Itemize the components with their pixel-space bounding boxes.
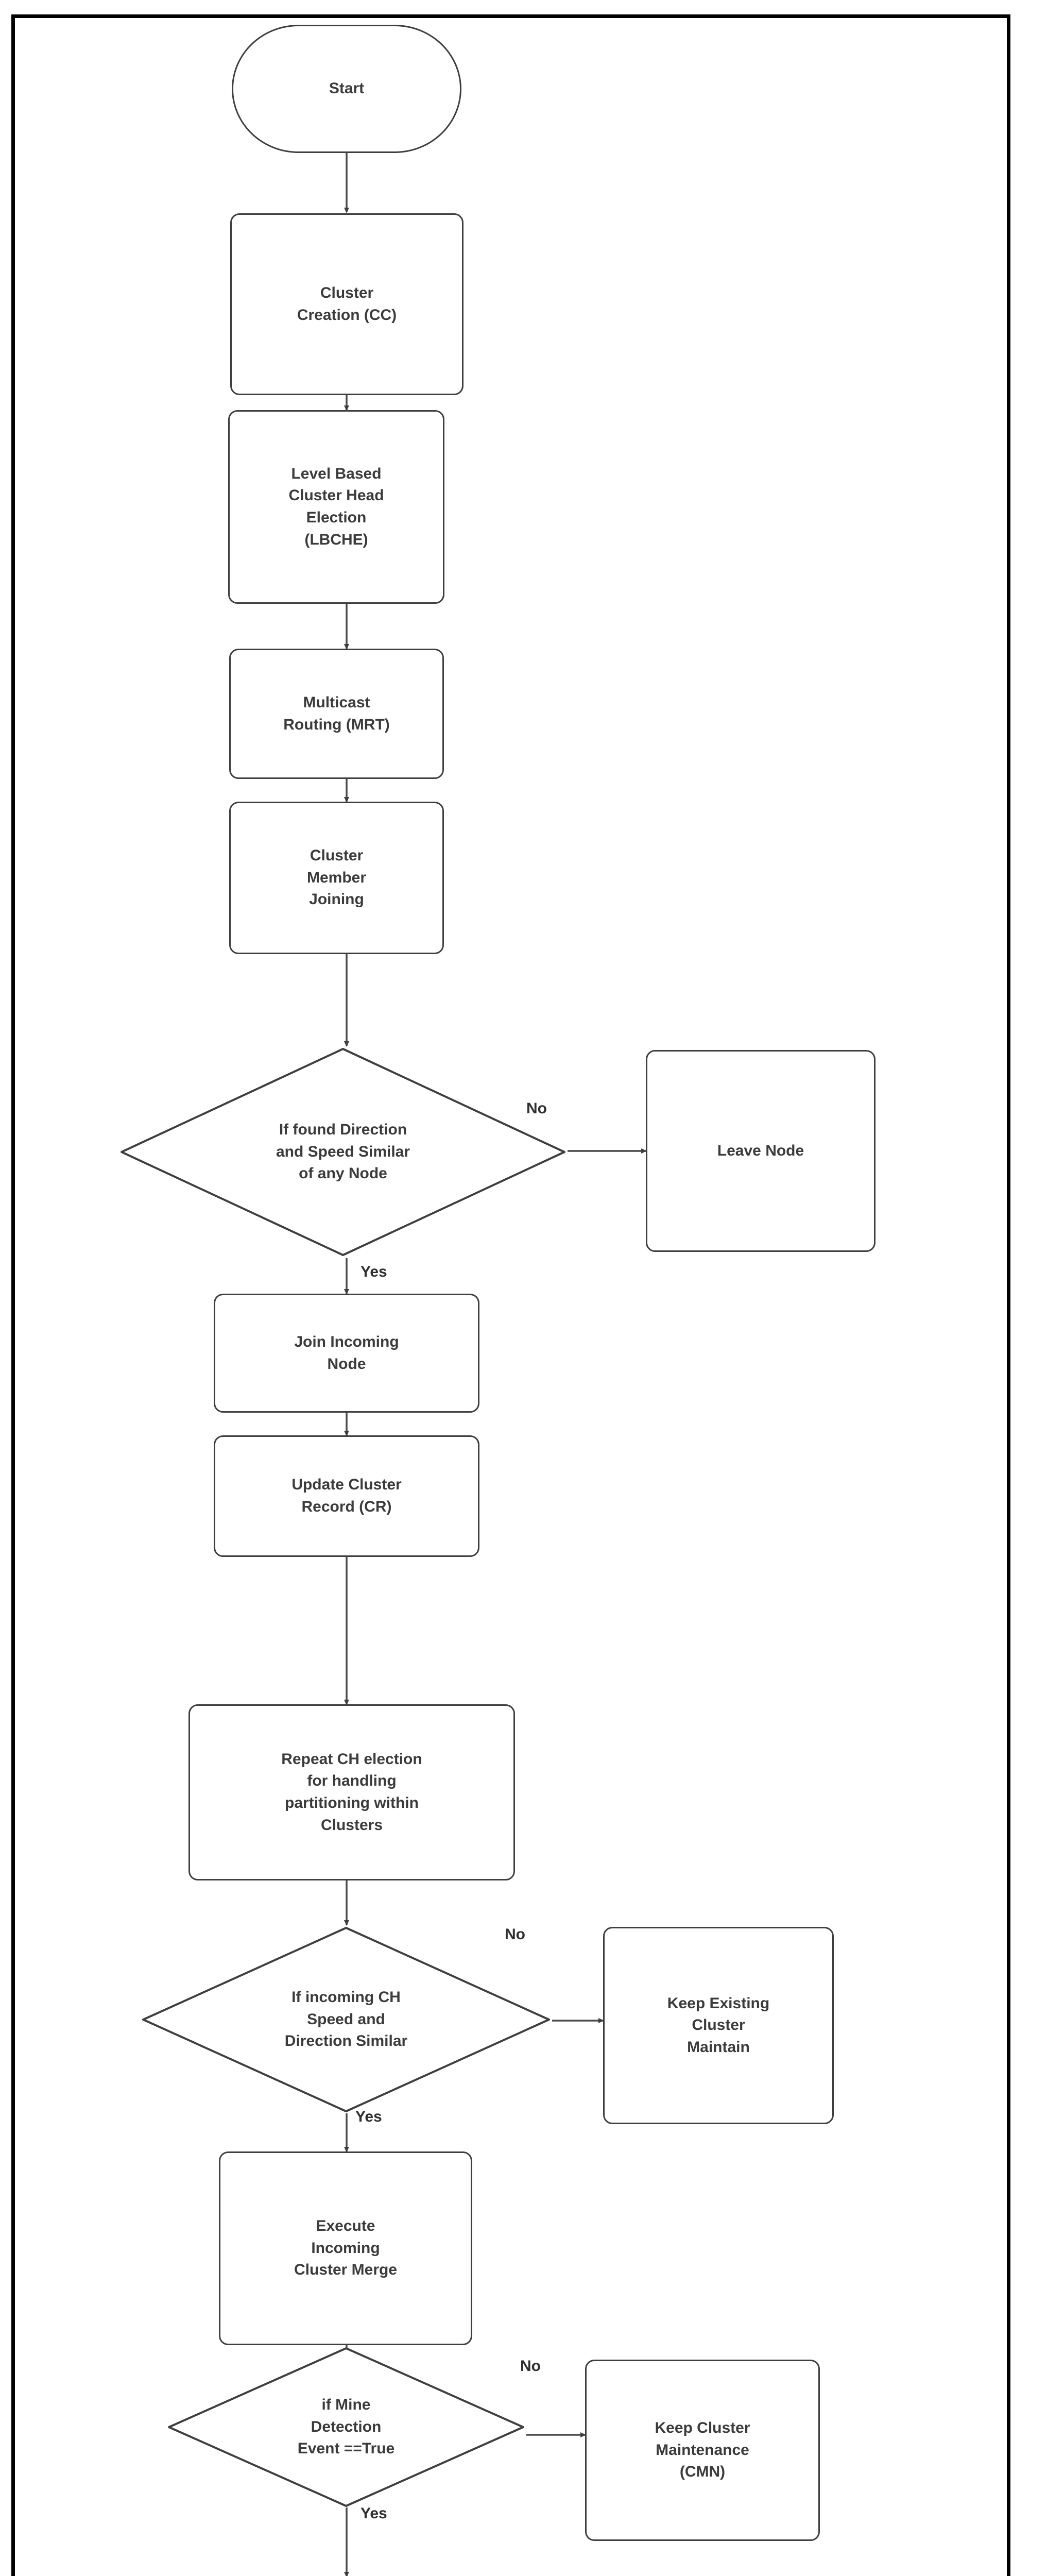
edge-label-decision2-yes: Yes bbox=[355, 2108, 382, 2125]
node-update-cluster-record-label: Update Cluster Record (CR) bbox=[291, 1476, 402, 1515]
node-keep-cluster-maintenance[interactable]: Keep Cluster Maintenance (CMN) bbox=[585, 2360, 820, 2541]
node-join-incoming-node-label: Join Incoming Node bbox=[294, 1333, 399, 1372]
page-border bbox=[11, 14, 1010, 2576]
node-decision-incoming-ch[interactable]: If incoming CH Speed and Direction Simil… bbox=[140, 1925, 552, 2114]
node-multicast-routing-label: Multicast Routing (MRT) bbox=[283, 693, 390, 733]
node-multicast-routing[interactable]: Multicast Routing (MRT) bbox=[229, 649, 444, 779]
node-lbche-label: Level Based Cluster Head Election (LBCHE… bbox=[288, 465, 384, 548]
node-decision-mine-detection[interactable]: if Mine Detection Event ==True bbox=[166, 2345, 526, 2509]
edge-label-decision1-yes: Yes bbox=[361, 1263, 387, 1280]
node-decision-direction-speed[interactable]: If found Direction and Speed Similar of … bbox=[118, 1046, 568, 1258]
node-execute-cluster-merge[interactable]: Execute Incoming Cluster Merge bbox=[219, 2151, 472, 2345]
node-repeat-ch-election[interactable]: Repeat CH election for handling partitio… bbox=[188, 1704, 515, 1880]
node-execute-cluster-merge-label: Execute Incoming Cluster Merge bbox=[294, 2217, 398, 2279]
node-update-cluster-record[interactable]: Update Cluster Record (CR) bbox=[214, 1435, 479, 1557]
node-leave-node-label: Leave Node bbox=[717, 1142, 804, 1159]
edge-label-decision3-no: No bbox=[520, 2358, 541, 2375]
node-cluster-member-joining-label: Cluster Member Joining bbox=[306, 847, 367, 908]
node-leave-node[interactable]: Leave Node bbox=[646, 1050, 876, 1252]
node-start-label: Start bbox=[329, 80, 365, 97]
node-start[interactable]: Start bbox=[232, 25, 461, 153]
node-join-incoming-node[interactable]: Join Incoming Node bbox=[214, 1294, 479, 1413]
node-keep-existing-cluster-label: Keep Existing Cluster Maintain bbox=[667, 1994, 770, 2056]
node-repeat-ch-election-label: Repeat CH election for handling partitio… bbox=[281, 1750, 422, 1834]
node-keep-existing-cluster[interactable]: Keep Existing Cluster Maintain bbox=[603, 1927, 834, 2124]
node-lbche[interactable]: Level Based Cluster Head Election (LBCHE… bbox=[228, 410, 444, 604]
node-cluster-creation[interactable]: Cluster Creation (CC) bbox=[230, 213, 464, 395]
node-cluster-creation-label: Cluster Creation (CC) bbox=[297, 284, 397, 324]
node-keep-cluster-maintenance-label: Keep Cluster Maintenance (CMN) bbox=[655, 2419, 750, 2481]
node-cluster-member-joining[interactable]: Cluster Member Joining bbox=[229, 802, 444, 954]
edge-label-decision2-no: No bbox=[505, 1926, 525, 1943]
edge-label-decision3-yes: Yes bbox=[361, 2505, 387, 2522]
edge-label-decision1-no: No bbox=[526, 1100, 547, 1117]
